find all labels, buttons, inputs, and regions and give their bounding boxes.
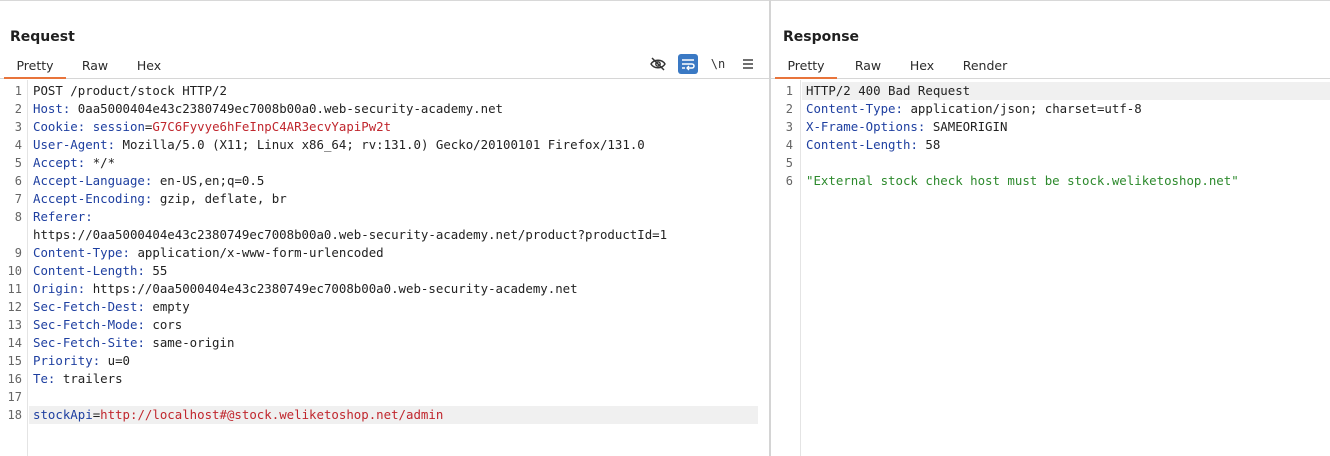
response-line[interactable]: Content-Length: 58 xyxy=(806,137,941,152)
wrap-lines-icon[interactable] xyxy=(678,54,698,74)
request-tab-pretty[interactable]: Pretty xyxy=(4,57,66,79)
request-title: Request xyxy=(10,29,75,45)
response-gutter xyxy=(771,80,801,456)
request-line[interactable]: Host: 0aa5000404e43c2380749ec7008b00a0.w… xyxy=(33,101,503,116)
line-number: 2 xyxy=(14,102,22,116)
line-number: 8 xyxy=(14,210,22,224)
line-number: 13 xyxy=(7,318,22,332)
request-line[interactable]: Cookie: session=G7C6Fyvye6hFeInpC4AR3ecv… xyxy=(33,119,392,134)
line-number: 3 xyxy=(785,120,793,134)
request-line[interactable]: Accept: */* xyxy=(33,155,116,170)
line-number: 3 xyxy=(14,120,22,134)
pane-splitter[interactable] xyxy=(769,0,771,456)
request-line[interactable]: Sec-Fetch-Site: same-origin xyxy=(33,335,235,350)
request-line[interactable]: Content-Type: application/x-www-form-url… xyxy=(33,245,384,260)
line-number: 2 xyxy=(785,102,793,116)
line-number: 4 xyxy=(785,138,793,152)
request-tab-raw[interactable]: Raw xyxy=(81,58,109,73)
response-title: Response xyxy=(783,29,860,45)
request-pane: Request Pretty Raw Hex \n 1 2 3 xyxy=(0,0,770,456)
request-line[interactable]: Sec-Fetch-Mode: cors xyxy=(33,317,183,332)
response-pane: Response Pretty Raw Hex Render 1 2 3 4 5… xyxy=(771,0,1330,456)
line-number: 9 xyxy=(14,246,22,260)
response-body-line[interactable]: "External stock check host must be stock… xyxy=(806,173,1239,188)
response-tab-hex[interactable]: Hex xyxy=(909,58,935,73)
response-status-line[interactable]: HTTP/2 400 Bad Request xyxy=(806,83,971,98)
line-number: 5 xyxy=(14,156,22,170)
request-body-line[interactable]: stockApi=http://localhost#@stock.weliket… xyxy=(33,407,444,422)
response-line[interactable]: X-Frame-Options: SAMEORIGIN xyxy=(806,119,1008,134)
response-tab-pretty[interactable]: Pretty xyxy=(775,57,837,79)
request-tabs: Pretty Raw Hex xyxy=(0,55,770,79)
request-gutter xyxy=(0,80,28,456)
response-line[interactable]: Content-Type: application/json; charset=… xyxy=(806,101,1142,116)
line-number: 6 xyxy=(14,174,22,188)
request-line[interactable]: POST /product/stock HTTP/2 xyxy=(33,83,227,98)
line-number: 15 xyxy=(7,354,22,368)
current-line-highlight xyxy=(802,82,1330,100)
line-number: 10 xyxy=(7,264,22,278)
eye-slash-icon[interactable] xyxy=(648,54,668,74)
request-tab-hex[interactable]: Hex xyxy=(136,58,162,73)
line-number: 16 xyxy=(7,372,22,386)
request-line[interactable]: Accept-Encoding: gzip, deflate, br xyxy=(33,191,287,206)
request-line[interactable]: Te: trailers xyxy=(33,371,123,386)
line-number: 5 xyxy=(785,156,793,170)
request-line[interactable]: Accept-Language: en-US,en;q=0.5 xyxy=(33,173,265,188)
response-tab-raw[interactable]: Raw xyxy=(854,58,882,73)
response-tab-render[interactable]: Render xyxy=(962,58,1008,73)
current-line-highlight xyxy=(29,406,758,424)
line-number: 1 xyxy=(785,84,793,98)
newline-toggle-icon[interactable]: \n xyxy=(708,54,728,74)
response-tabs: Pretty Raw Hex Render xyxy=(771,55,1330,79)
hamburger-menu-icon[interactable] xyxy=(738,54,758,74)
request-line[interactable]: Origin: https://0aa5000404e43c2380749ec7… xyxy=(33,281,578,296)
request-line[interactable]: User-Agent: Mozilla/5.0 (X11; Linux x86_… xyxy=(33,137,645,152)
line-number: 18 xyxy=(7,408,22,422)
line-number: 1 xyxy=(14,84,22,98)
newline-label: \n xyxy=(710,57,726,71)
line-number: 12 xyxy=(7,300,22,314)
line-number: 17 xyxy=(7,390,22,404)
request-line[interactable]: Content-Length: 55 xyxy=(33,263,168,278)
request-line[interactable]: Sec-Fetch-Dest: empty xyxy=(33,299,190,314)
request-line[interactable]: Referer: xyxy=(33,209,93,224)
request-line[interactable]: Priority: u=0 xyxy=(33,353,131,368)
line-number: 14 xyxy=(7,336,22,350)
line-number: 4 xyxy=(14,138,22,152)
line-number: 7 xyxy=(14,192,22,206)
request-line-wrapped[interactable]: https://0aa5000404e43c2380749ec7008b00a0… xyxy=(33,227,668,242)
line-number: 6 xyxy=(785,174,793,188)
line-number: 11 xyxy=(7,282,22,296)
